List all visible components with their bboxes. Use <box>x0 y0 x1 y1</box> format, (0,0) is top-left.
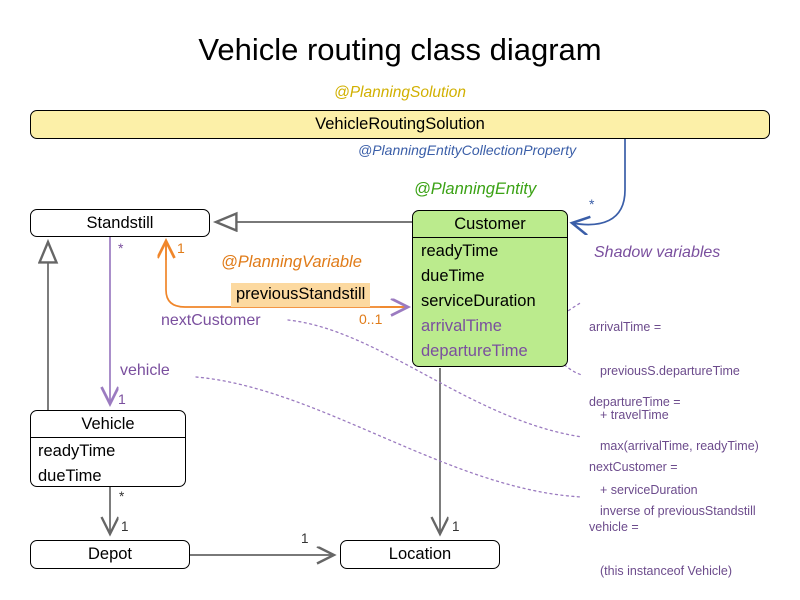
page-title: Vehicle routing class diagram <box>198 32 602 67</box>
note-departure-time-line-1: departureTime = <box>589 394 681 409</box>
note-arrival-time-line-1: arrivalTime = <box>589 319 662 334</box>
attribute-departure-time: departureTime <box>421 342 528 360</box>
attribute-vehicle-due-time: dueTime <box>38 467 102 485</box>
role-vehicle: vehicle <box>120 362 170 379</box>
multiplicity-customer-previous-standstill: 0..1 <box>359 311 383 327</box>
note-departure-time-line-2: max(arrivalTime, readyTime) <box>600 438 759 453</box>
stereotype-planning-entity: @PlanningEntity <box>414 180 537 198</box>
note-departure-time: departureTime = max(arrivalTime, readyTi… <box>589 365 759 527</box>
class-name-vehicle: Vehicle <box>81 415 135 433</box>
class-box-customer[interactable]: Customer readyTime dueTime serviceDurati… <box>412 210 568 367</box>
multiplicity-vehicle-to-depot-star: * <box>119 489 125 504</box>
note-arrival-time-line-3: + travelTime <box>600 408 669 422</box>
note-arrival-time-line-2: previousS.departureTime <box>600 363 740 378</box>
role-previous-standstill: previousStandstill <box>231 283 371 307</box>
class-name-customer: Customer <box>454 215 526 233</box>
note-vehicle-line-1: vehicle = <box>589 519 639 534</box>
shadow-variables-heading: Shadow variables <box>594 244 721 261</box>
class-box-vehicle[interactable]: Vehicle readyTime dueTime <box>30 410 186 487</box>
attribute-vehicle-ready-time: readyTime <box>38 442 116 460</box>
multiplicity-standstill-next-customer: * <box>118 240 124 256</box>
note-next-customer-line-1: nextCustomer = <box>589 459 678 474</box>
multiplicity-depot-to-location: 1 <box>301 531 309 546</box>
multiplicity-customer-to-location: 1 <box>452 519 460 534</box>
class-box-vehicle-routing-solution[interactable]: VehicleRoutingSolution <box>30 110 770 139</box>
class-box-location[interactable]: Location <box>340 540 500 569</box>
attribute-arrival-time: arrivalTime <box>421 317 502 335</box>
edge-next-customer <box>165 241 404 308</box>
attribute-ready-time: readyTime <box>421 242 499 260</box>
class-name-location: Location <box>388 545 452 563</box>
multiplicity-depot-one: 1 <box>121 519 129 534</box>
class-name-standstill: Standstill <box>86 214 154 232</box>
note-next-customer-line-2: inverse of previousStandstill <box>600 503 756 518</box>
class-name-depot: Depot <box>87 545 133 563</box>
note-arrival-time: arrivalTime = previousS.departureTime + … <box>589 290 740 452</box>
role-next-customer: nextCustomer <box>161 312 261 329</box>
attribute-due-time: dueTime <box>421 267 485 285</box>
note-next-customer: nextCustomer = inverse of previousStands… <box>589 430 756 548</box>
class-box-depot[interactable]: Depot <box>30 540 190 569</box>
note-vehicle: vehicle = (this instanceof Vehicle) ? th… <box>589 490 738 600</box>
multiplicity-solution-to-customer: * <box>589 196 595 212</box>
multiplicity-vehicle-one: 1 <box>118 391 126 407</box>
note-vehicle-line-2: (this instanceof Vehicle) <box>600 563 733 578</box>
multiplicity-standstill-previous-one: 1 <box>177 240 185 256</box>
stereotype-planning-variable: @PlanningVariable <box>221 253 362 271</box>
class-box-standstill[interactable]: Standstill <box>30 209 210 237</box>
attribute-service-duration: serviceDuration <box>421 292 536 310</box>
leader-departure-time <box>555 357 583 376</box>
note-departure-time-line-3: + serviceDuration <box>600 483 698 497</box>
stereotype-planning-solution: @PlanningSolution <box>333 84 467 101</box>
leader-vehicle <box>195 376 583 498</box>
class-attributes-customer: readyTime dueTime serviceDuration arriva… <box>413 237 567 366</box>
stereotype-planning-entity-collection-property: @PlanningEntityCollectionProperty <box>358 142 577 158</box>
edge-solution-to-customer <box>572 137 626 225</box>
class-attributes-vehicle: readyTime dueTime <box>31 437 185 486</box>
class-name-vehicle-routing-solution: VehicleRoutingSolution <box>315 115 485 133</box>
